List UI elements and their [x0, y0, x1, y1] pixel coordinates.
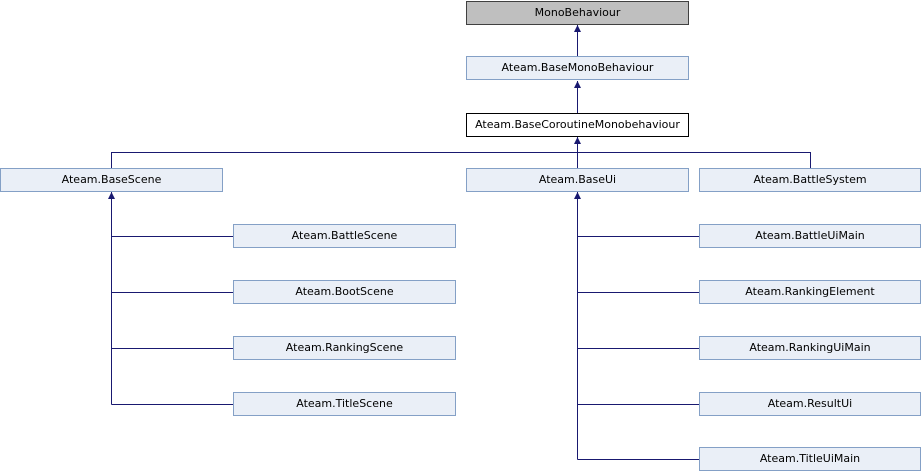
node-battle-scene[interactable]: Ateam.BattleScene [233, 224, 456, 248]
edge-battlesystem-to-coroutine [577, 152, 811, 168]
node-base-mono-behaviour[interactable]: Ateam.BaseMonoBehaviour [466, 56, 689, 80]
edge-basescene-to-coroutine [111, 152, 578, 168]
node-ranking-scene[interactable]: Ateam.RankingScene [233, 336, 456, 360]
node-base-ui[interactable]: Ateam.BaseUi [466, 168, 689, 192]
node-battle-system[interactable]: Ateam.BattleSystem [699, 168, 921, 192]
node-title-ui-main[interactable]: Ateam.TitleUiMain [699, 447, 921, 471]
node-result-ui[interactable]: Ateam.ResultUi [699, 392, 921, 416]
node-monobehaviour: MonoBehaviour [466, 1, 689, 25]
node-base-scene[interactable]: Ateam.BaseScene [0, 168, 223, 192]
node-title-scene[interactable]: Ateam.TitleScene [233, 392, 456, 416]
node-base-coroutine-monobehaviour: Ateam.BaseCoroutineMonobehaviour [466, 113, 689, 137]
node-battle-ui-main[interactable]: Ateam.BattleUiMain [699, 224, 921, 248]
node-ranking-element[interactable]: Ateam.RankingElement [699, 280, 921, 304]
node-ranking-ui-main[interactable]: Ateam.RankingUiMain [699, 336, 921, 360]
node-boot-scene[interactable]: Ateam.BootScene [233, 280, 456, 304]
